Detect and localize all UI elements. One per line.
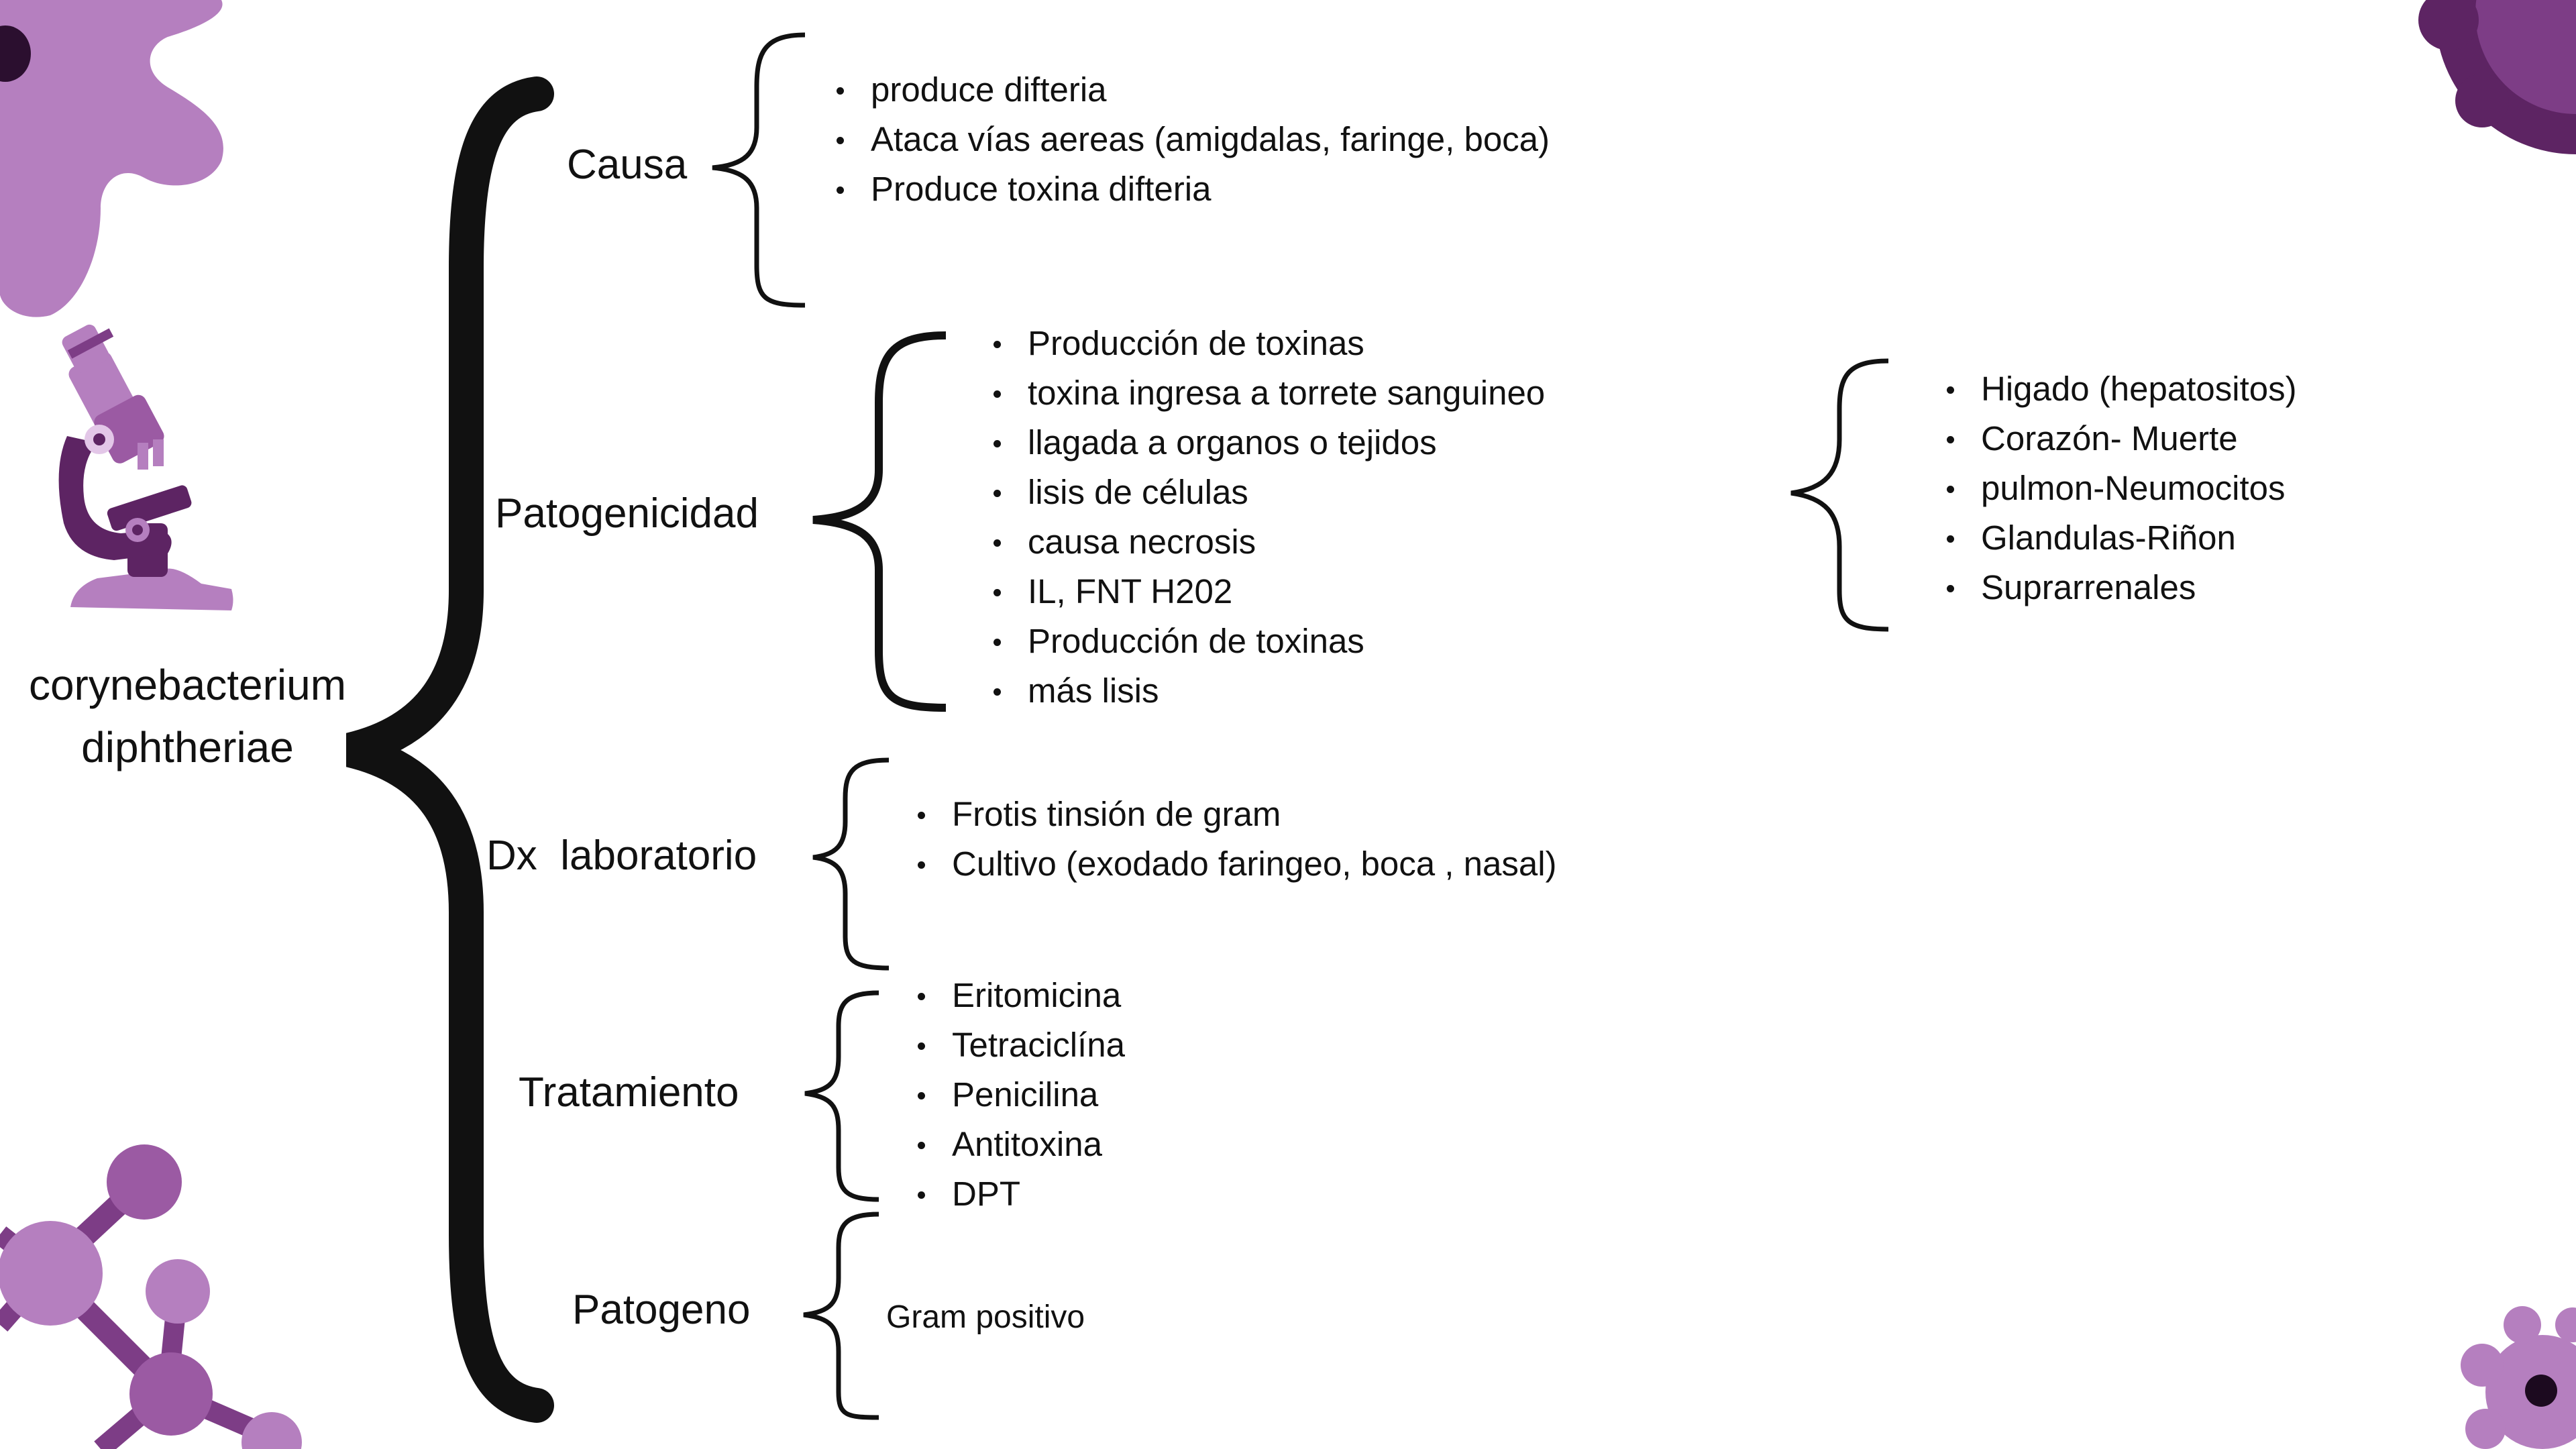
molecule-icon	[0, 1144, 302, 1449]
microscope-icon	[58, 324, 233, 610]
list-item: Produce toxina difteria	[833, 164, 1550, 214]
causa-label: Causa	[567, 142, 688, 188]
causa-brace	[712, 32, 806, 308]
tratamiento-brace	[804, 990, 879, 1202]
tratamiento-label: Tratamiento	[519, 1069, 739, 1116]
root-title-line2: diphtheriae	[81, 722, 294, 771]
patogeno-text: Gram positivo	[886, 1299, 1085, 1335]
root-title: corynebacterium diphtheriae	[15, 654, 360, 779]
list-item: Producción de toxinas	[989, 319, 1545, 368]
patogeno-label: Patogeno	[572, 1287, 751, 1333]
tratamiento-list: Eritomicina Tetraciclína Penicilina Anti…	[914, 971, 1125, 1219]
organos-list: Higado (hepatositos) Corazón- Muerte pul…	[1943, 364, 2297, 612]
list-item: Suprarrenales	[1943, 563, 2297, 612]
list-item: Antitoxina	[914, 1120, 1125, 1169]
list-item: lisis de células	[989, 468, 1545, 517]
causa-list: produce difteria Ataca vías aereas (amig…	[833, 65, 1550, 214]
dx-label: Dx laboratorio	[486, 833, 757, 879]
patogenicidad-list: Producción de toxinas toxina ingresa a t…	[989, 319, 1545, 716]
patogenicidad-label: Patogenicidad	[495, 490, 759, 537]
list-item: Frotis tinsión de gram	[914, 790, 1557, 839]
list-item: DPT	[914, 1169, 1125, 1219]
patogeno-brace	[803, 1212, 879, 1420]
list-item: Producción de toxinas	[989, 616, 1545, 666]
virus-icon	[2418, 0, 2576, 154]
list-item: llagada a organos o tejidos	[989, 418, 1545, 468]
list-item: pulmon-Neumocitos	[1943, 464, 2297, 513]
dx-brace	[812, 757, 890, 971]
dx-list: Frotis tinsión de gram Cultivo (exodado …	[914, 790, 1557, 889]
patogenicidad-brace	[812, 331, 947, 712]
list-item: produce difteria	[833, 65, 1550, 115]
list-item: Ataca vías aereas (amigdalas, faringe, b…	[833, 115, 1550, 164]
list-item: IL, FNT H202	[989, 567, 1545, 616]
list-item: Tetraciclína	[914, 1020, 1125, 1070]
list-item: Corazón- Muerte	[1943, 414, 2297, 464]
virus-icon	[2461, 1306, 2576, 1449]
list-item: Eritomicina	[914, 971, 1125, 1020]
list-item: Higado (hepatositos)	[1943, 364, 2297, 414]
main-brace	[345, 76, 554, 1423]
list-item: causa necrosis	[989, 517, 1545, 567]
list-item: más lisis	[989, 666, 1545, 716]
organos-brace	[1790, 358, 1889, 632]
root-title-line1: corynebacterium	[28, 661, 347, 709]
list-item: Glandulas-Riñon	[1943, 513, 2297, 563]
splat-blob-icon	[0, 0, 223, 317]
list-item: Penicilina	[914, 1070, 1125, 1120]
list-item: Cultivo (exodado faringeo, boca , nasal)	[914, 839, 1557, 889]
list-item: toxina ingresa a torrete sanguineo	[989, 368, 1545, 418]
